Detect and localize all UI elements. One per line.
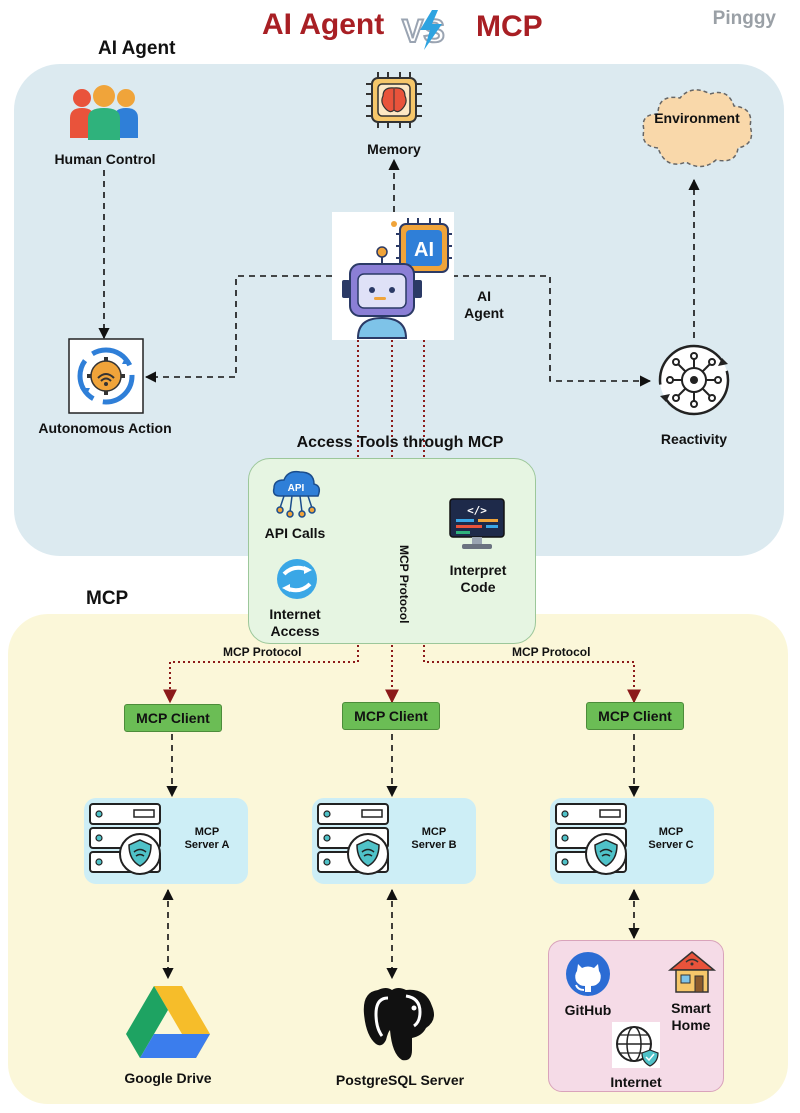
- server-a-label-line1: MCP: [194, 826, 220, 838]
- ai-agent-label: AI Agent: [458, 288, 510, 322]
- ai-agent-label-line2: Agent: [464, 305, 504, 321]
- code-monitor-icon: </>: [449, 498, 505, 549]
- human-control-label: Human Control: [54, 151, 156, 167]
- mcp-client-a: MCP Client: [124, 704, 222, 732]
- server-c-label-line1: MCP: [658, 826, 684, 838]
- interpret-code-line1: Interpret: [449, 562, 507, 578]
- server-a-icon: [89, 803, 161, 875]
- autonomous-gear-icon: [68, 338, 144, 414]
- mcp-client-b: MCP Client: [342, 702, 440, 730]
- interpret-code-label: Interpret Code: [432, 562, 524, 596]
- mcp-client-c: MCP Client: [586, 702, 684, 730]
- protocol-label-left: MCP Protocol: [223, 645, 302, 659]
- protocol-label-right: MCP Protocol: [512, 645, 591, 659]
- arrow-agent-to-autonomous: [144, 275, 332, 383]
- lightning-icon: [420, 10, 442, 50]
- postgresql-label: PostgreSQL Server: [335, 1072, 465, 1088]
- google-drive-icon: [126, 986, 210, 1058]
- arrow-agent-to-reactivity: [452, 275, 652, 387]
- versus-icon: VS: [401, 10, 446, 50]
- internet-label: Internet: [610, 1074, 662, 1090]
- environment-cloud-icon: [642, 89, 753, 168]
- versus-text: VS: [402, 13, 445, 49]
- smart-home-line1: Smart: [671, 1000, 711, 1016]
- memory-label: Memory: [367, 141, 421, 157]
- environment-label: Environment: [654, 110, 740, 126]
- smart-home-label: Smart Home: [660, 1000, 722, 1034]
- api-calls-label: API Calls: [264, 525, 326, 541]
- server-b-label: MCP Server B: [398, 826, 470, 852]
- internet-access-line1: Internet: [269, 606, 321, 622]
- server-b-label-line1: MCP: [421, 826, 447, 838]
- postgresql-icon: [363, 988, 434, 1061]
- server-b-icon: [317, 803, 389, 875]
- section-label-ai-agent: AI Agent: [98, 38, 176, 59]
- interpret-code-line2: Code: [460, 579, 496, 595]
- server-c-icon: [555, 803, 627, 875]
- api-cloud-icon: API: [272, 470, 321, 518]
- code-glyph-text: </>: [467, 504, 487, 517]
- google-drive-label: Google Drive: [124, 1070, 212, 1086]
- reactivity-label: Reactivity: [660, 431, 728, 447]
- brand-logo: Pinggy: [712, 8, 776, 29]
- ai-agent-label-line1: AI: [477, 288, 491, 304]
- protocol-label-center: MCP Protocol: [397, 545, 411, 624]
- server-c-label: MCP Server C: [636, 826, 706, 852]
- section-label-mcp: MCP: [86, 588, 129, 609]
- access-tools-heading: Access Tools through MCP: [296, 434, 504, 451]
- robot-icon: AI: [342, 218, 452, 339]
- server-b-label-line2: Server B: [411, 839, 457, 851]
- api-badge-text: API: [288, 483, 305, 494]
- server-a-label: MCP Server A: [172, 826, 242, 852]
- internet-access-line2: Access: [270, 623, 320, 639]
- people-icon: [70, 85, 138, 140]
- brain-chip-icon: [366, 72, 422, 128]
- github-label: GitHub: [564, 1002, 612, 1018]
- smart-home-line2: Home: [671, 1017, 711, 1033]
- internet-access-label: Internet Access: [250, 606, 340, 640]
- server-a-label-line2: Server A: [184, 839, 230, 851]
- internet-globe-icon: [612, 1022, 660, 1068]
- title-ai-agent: AI Agent: [262, 8, 385, 41]
- smart-home-icon: [667, 951, 717, 993]
- server-c-label-line2: Server C: [648, 839, 694, 851]
- internet-access-icon: [277, 559, 317, 599]
- reactivity-icon: [658, 344, 730, 416]
- title-mcp: MCP: [476, 10, 543, 43]
- chip-ai-text: AI: [414, 239, 434, 261]
- github-icon: [566, 952, 610, 996]
- autonomous-action-label: Autonomous Action: [38, 420, 172, 436]
